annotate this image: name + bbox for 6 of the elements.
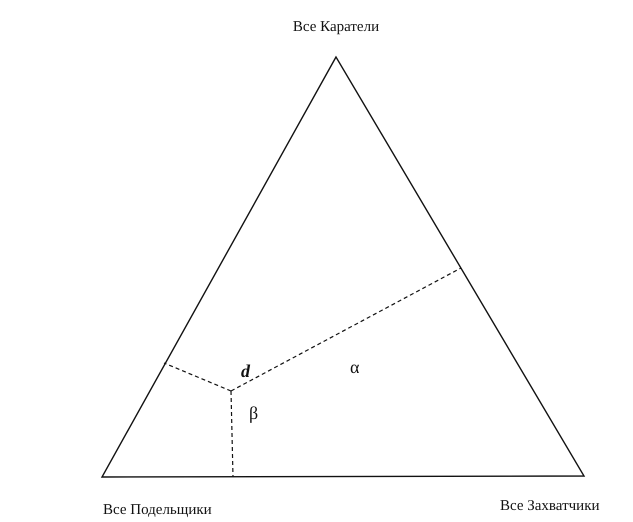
vertex-label: Все Захватчики [500,499,600,514]
distance-label: β [249,404,258,422]
distance-label: d [241,362,250,380]
vertex-label: Все Каратели [292,20,380,35]
vertex-label: Все Подельщики [103,503,212,518]
distance-label: α [350,358,360,376]
